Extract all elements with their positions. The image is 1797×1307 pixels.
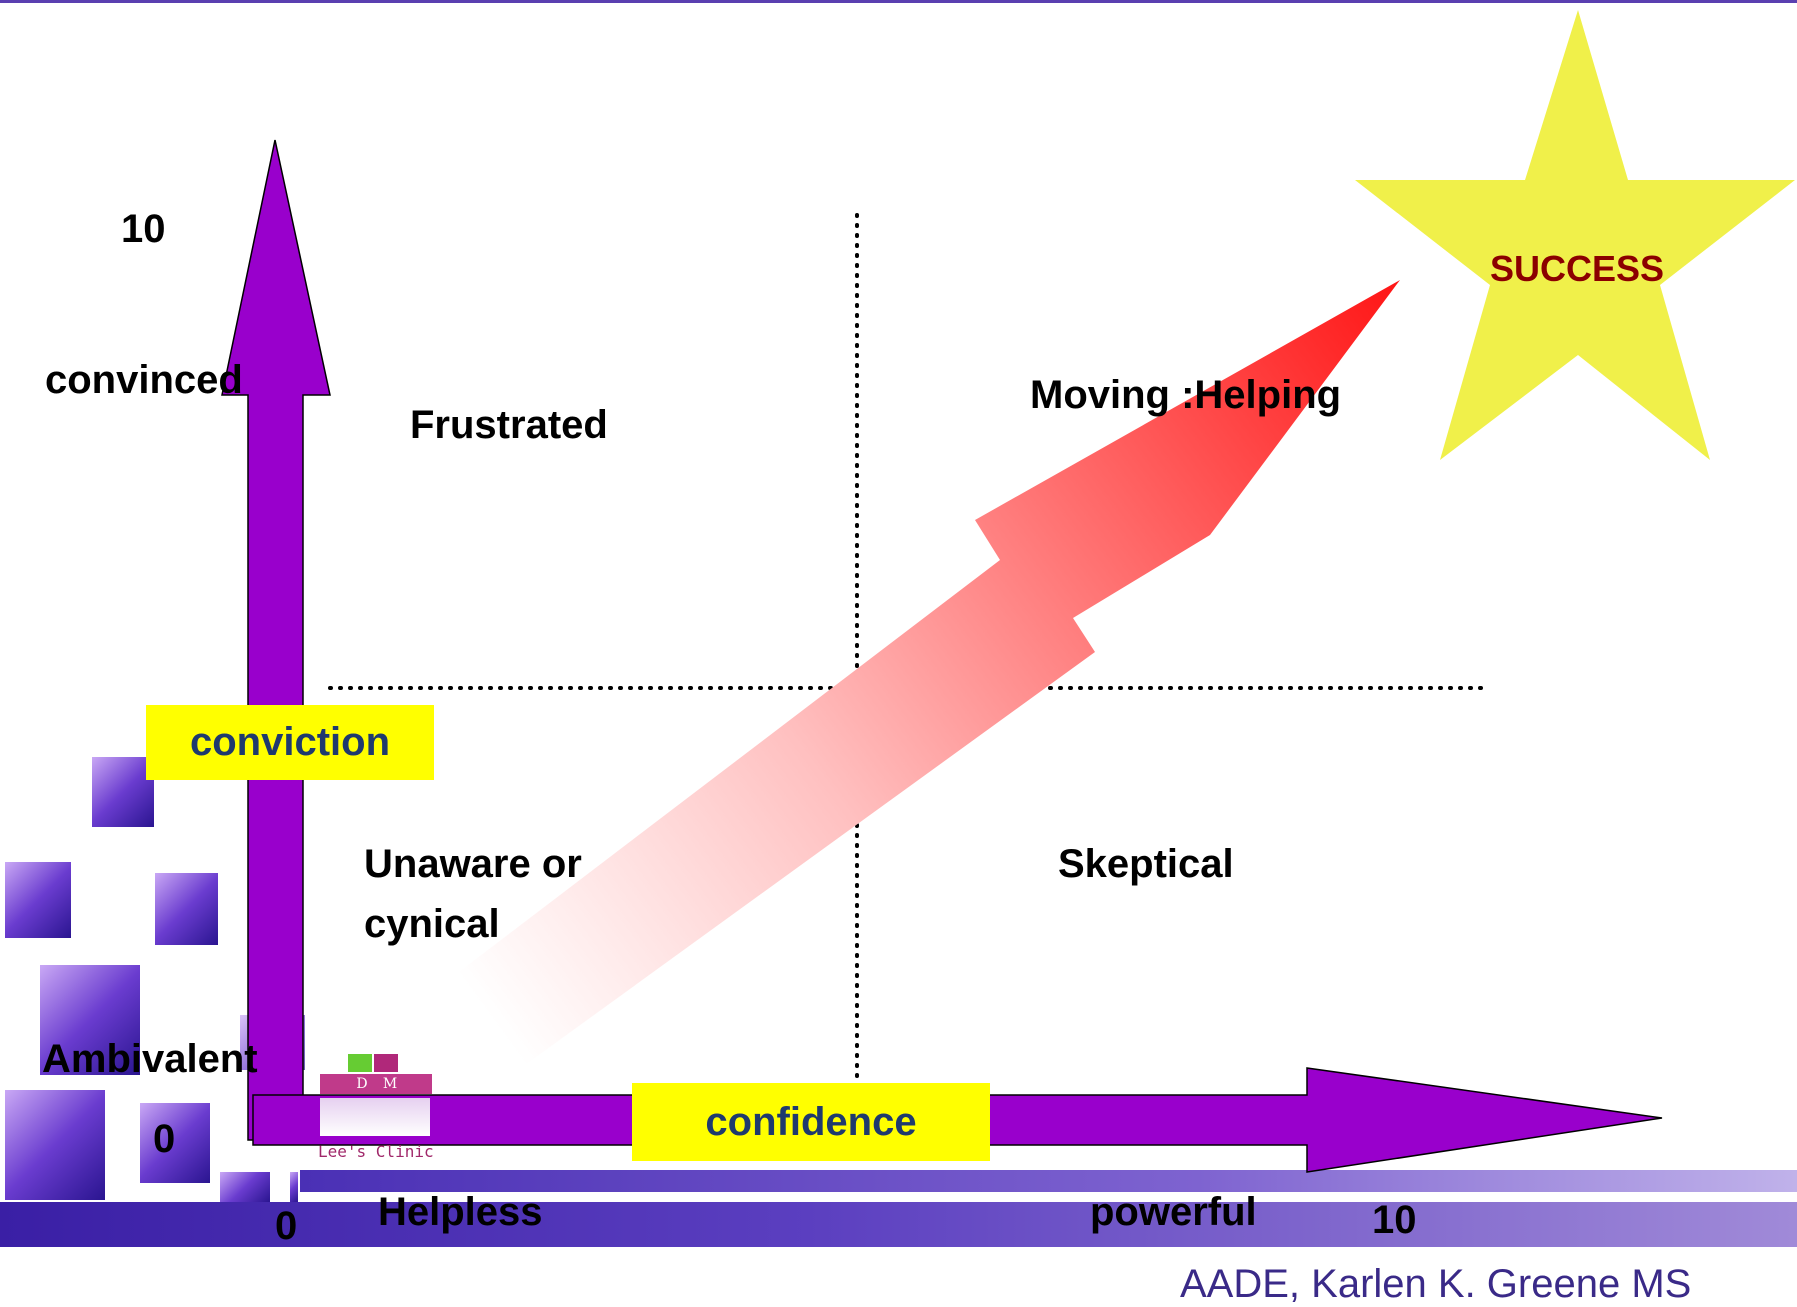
decorative-square	[5, 1090, 105, 1200]
y-max-label: 10	[121, 207, 166, 251]
top-rule	[0, 0, 1797, 3]
x-max-label: 10	[1372, 1198, 1417, 1242]
y-low-label: Ambivalent	[42, 1037, 258, 1081]
decorative-square	[140, 1103, 210, 1183]
decorative-square	[92, 757, 154, 827]
footer-band	[0, 1202, 1797, 1247]
quadrant-bottom-left-label-line2: cynical	[364, 902, 500, 946]
progress-arrow	[455, 280, 1400, 1065]
diagram-canvas	[221, 10, 1795, 1173]
x-axis-name: confidence	[632, 1083, 990, 1161]
y-high-label: convinced	[45, 358, 243, 402]
decorative-square	[290, 1172, 298, 1202]
quadrant-top-left-label: Frustrated	[410, 403, 608, 447]
y-zero-label: 0	[153, 1117, 176, 1161]
decorative-square	[40, 965, 140, 1075]
footer-band-upper	[300, 1170, 1797, 1192]
quadrant-bottom-right-label: Skeptical	[1058, 842, 1234, 886]
success-label: SUCCESS	[1490, 248, 1665, 289]
y-axis-name: conviction	[146, 705, 434, 780]
logo-tile	[404, 1074, 432, 1094]
logo-clinic-name: Lee's Clinic	[318, 1142, 434, 1161]
decorative-square	[155, 873, 218, 945]
logo-tile	[320, 1074, 348, 1094]
clinic-logo: D M Lee's Clinic	[318, 1050, 438, 1165]
success-star	[1355, 10, 1795, 460]
y-axis-arrow	[221, 139, 331, 1141]
logo-letter-d: D	[348, 1074, 376, 1094]
decorative-square	[220, 1172, 270, 1202]
quadrant-top-right-label: Moving :Helping	[1030, 373, 1342, 417]
logo-base	[320, 1098, 430, 1136]
logo-square-magenta	[374, 1054, 398, 1072]
quadrant-bottom-left-label-line1: Unaware or	[364, 842, 582, 886]
x-high-label: powerful	[1090, 1190, 1257, 1234]
logo-letter-m: M	[376, 1074, 404, 1094]
decorative-square	[5, 862, 71, 938]
x-zero-label: 0	[275, 1204, 298, 1248]
footer-author: AADE, Karlen K. Greene MS	[1180, 1262, 1692, 1306]
logo-square-green	[348, 1054, 372, 1072]
x-low-label: Helpless	[378, 1190, 543, 1234]
